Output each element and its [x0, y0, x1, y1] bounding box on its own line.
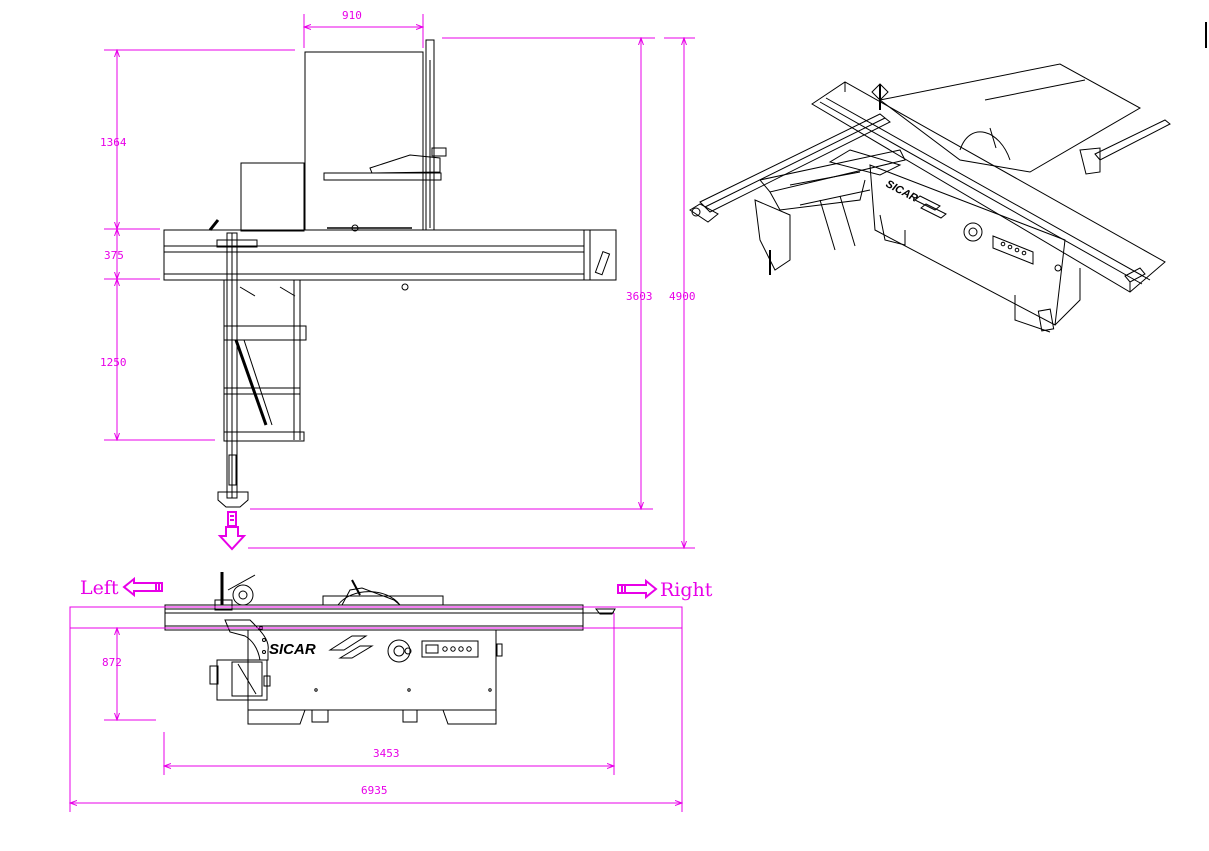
iso-sliding-rail — [811, 81, 1166, 293]
dim-width-top: 910 — [342, 9, 362, 22]
iso-hand-wheel — [963, 222, 983, 242]
iso-crosscut-fence — [699, 113, 891, 213]
iso-rip-fence-rail — [1094, 119, 1171, 161]
isometric-view — [689, 63, 1171, 333]
dim-depth-2: 375 — [104, 249, 124, 262]
front-motor-box — [216, 659, 268, 701]
iso-extension-table — [878, 63, 1142, 173]
front-view — [164, 572, 616, 725]
dim-depth-1: 1364 — [100, 136, 127, 149]
arrow-down-icon — [217, 511, 247, 551]
front-dimensions — [69, 606, 683, 812]
front-blade-guard — [337, 591, 401, 606]
front-brand-logo: SICAR — [269, 641, 316, 658]
dim-table-length: 3453 — [373, 747, 400, 760]
dim-depth-3: 1250 — [100, 356, 127, 369]
iso-control-panel — [992, 235, 1034, 265]
dim-height: 872 — [102, 656, 122, 669]
arrow-right-icon — [617, 578, 658, 600]
iso-outrigger-frame — [759, 149, 906, 193]
dim-overall-length: 6935 — [361, 784, 388, 797]
plan-fence-bracket — [369, 154, 441, 174]
overall-length-envelope — [69, 606, 683, 629]
dim-overall-depth: 4900 — [669, 290, 696, 303]
front-hand-wheel — [387, 639, 411, 663]
iso-support-bracket — [754, 199, 791, 271]
arrow-left-icon — [122, 576, 163, 598]
left-direction-label: Left — [80, 577, 119, 599]
plan-rear-table — [304, 51, 424, 231]
right-direction-label: Right — [660, 579, 713, 601]
front-control-panel — [421, 640, 479, 658]
dim-total-depth: 3603 — [626, 290, 653, 303]
plan-view — [163, 39, 617, 508]
plan-dimensions — [104, 14, 695, 548]
plan-fence-stop — [217, 491, 249, 508]
front-cabinet — [247, 629, 497, 711]
plan-left-block — [240, 162, 305, 232]
